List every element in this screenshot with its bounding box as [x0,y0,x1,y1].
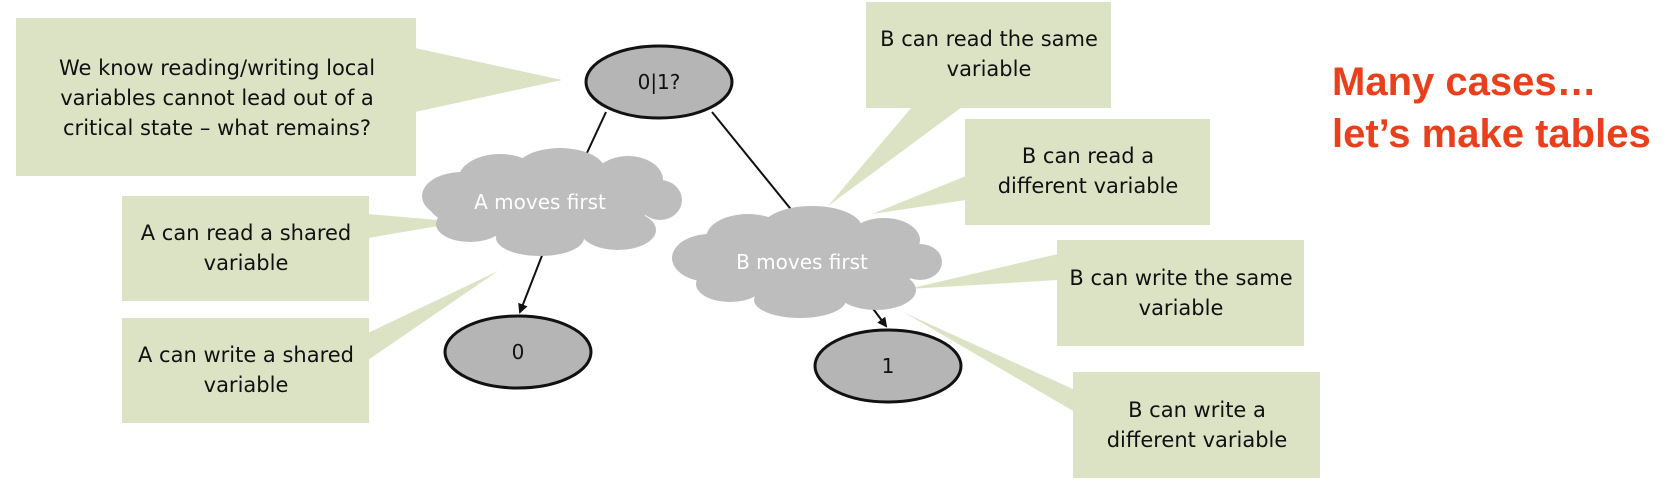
headline: Many cases… let’s make tables [1332,56,1672,160]
callout-a-read-shape [122,196,462,301]
node-one-label: 1 [881,354,895,378]
edge-a-to-zero [518,252,544,314]
headline-line-1: Many cases… [1332,60,1597,104]
callout-remains-shape [16,18,562,176]
callout-remains: We know reading/writing local variables … [58,55,376,140]
callout-b-write-same: B can write the same variable [1069,266,1293,320]
callout-b-read-same: B can read the same variable [880,27,1098,81]
callout-a-write-shape [122,271,498,423]
callout-b-write-diff-shape [905,313,1320,478]
cloud-a-label: A moves first [474,190,606,214]
edge-root-to-b [711,111,799,219]
cloud-a-shape [422,148,682,256]
node-one [813,328,963,404]
headline-line-2: let’s make tables [1332,112,1651,156]
node-root [584,44,734,120]
cloud-b-label: B moves first [736,250,868,274]
node-zero [443,314,593,390]
cloud-b-shape [672,206,942,318]
node-root-label: 0|1? [637,70,681,94]
callout-a-write: A can write a shared variable [138,343,354,397]
callout-b-read-diff-shape [872,119,1210,225]
callout-b-read-diff: B can read a different variable [997,144,1179,198]
edge-root-to-a [585,111,607,156]
callout-a-read: A can read a shared variable [140,221,352,275]
callout-b-write-diff: B can write a different variable [1106,398,1288,452]
callout-b-write-same-shape [908,240,1304,346]
callout-b-read-same-shape [828,2,1111,206]
node-zero-label: 0 [511,340,525,364]
